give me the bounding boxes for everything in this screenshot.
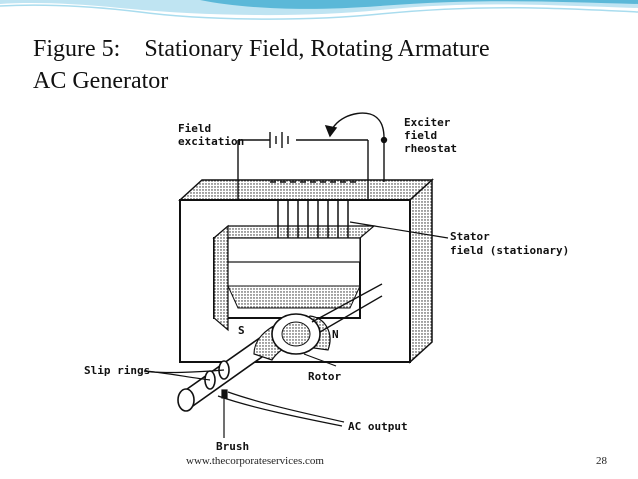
rotor-assembly xyxy=(177,283,383,412)
label-field: Field xyxy=(178,122,211,135)
title-line-2: AC Generator xyxy=(33,68,169,94)
stator-frame xyxy=(178,178,434,364)
label-excitation: excitation xyxy=(178,135,244,148)
label-exciter: Exciter xyxy=(404,116,451,129)
label-brush: Brush xyxy=(216,440,249,453)
excitation-circuit xyxy=(237,112,388,200)
generator-diagram: Field excitation Exciter field rheostat … xyxy=(84,112,569,453)
field-winding xyxy=(268,181,358,238)
label-pole-s: S xyxy=(238,324,245,337)
label-rheostat: rheostat xyxy=(404,142,457,155)
label-slip-rings: Slip rings xyxy=(84,364,150,377)
label-rotor: Rotor xyxy=(308,370,341,383)
leader-lines xyxy=(143,221,449,438)
label-stator-stationary: field (stationary) xyxy=(450,244,569,257)
page-number: 28 xyxy=(596,455,607,467)
slide-title: Figure 5: Stationary Field, Rotating Arm… xyxy=(33,33,623,97)
label-stator: Stator xyxy=(450,230,490,243)
diagram-labels: Field excitation Exciter field rheostat … xyxy=(84,116,569,453)
footer-url: www.thecorporateservices.com xyxy=(186,455,324,467)
label-pole-n: N xyxy=(332,328,339,341)
header-wave xyxy=(0,0,638,20)
label-exciter-field: field xyxy=(404,129,437,142)
label-ac-output: AC output xyxy=(348,420,408,433)
title-line-1: Figure 5: Stationary Field, Rotating Arm… xyxy=(33,36,490,62)
